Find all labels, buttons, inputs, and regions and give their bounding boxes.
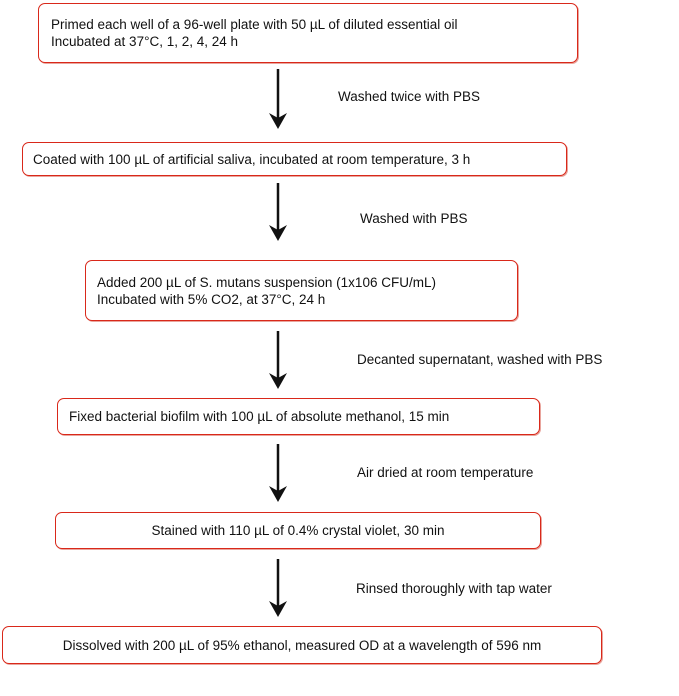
arrow-4 (269, 444, 287, 502)
step-1-box: Primed each well of a 96-well plate with… (38, 3, 578, 63)
step-6-line-1: Dissolved with 200 µL of 95% ethanol, me… (62, 637, 542, 653)
step-1-line-1: Primed each well of a 96-well plate with… (51, 17, 458, 32)
arrow-5 (269, 559, 287, 617)
step-3-line-2: Incubated with 5% CO2, at 37°C, 24 h (97, 291, 326, 307)
step-4-box: Fixed bacterial biofilm with 100 µL of a… (57, 398, 540, 435)
transition-label-3: Decanted supernatant, washed with PBS (357, 352, 603, 367)
step-5-box: Stained with 110 µL of 0.4% crystal viol… (55, 512, 541, 549)
transition-label-5: Rinsed thoroughly with tap water (356, 581, 552, 596)
step-4-line-1: Fixed bacterial biofilm with 100 µL of a… (69, 409, 450, 424)
transition-label-1: Washed twice with PBS (338, 89, 481, 104)
arrow-2 (269, 183, 287, 241)
transition-label-4: Air dried at room temperature (357, 465, 534, 480)
step-6-box: Dissolved with 200 µL of 95% ethanol, me… (2, 626, 602, 664)
step-5-line-1: Stained with 110 µL of 0.4% crystal viol… (151, 523, 445, 538)
step-3-box: Added 200 µL of S. mutans suspension (1x… (85, 260, 518, 321)
arrow-1 (269, 69, 287, 129)
arrow-3 (269, 331, 287, 389)
step-3-line-1: Added 200 µL of S. mutans suspension (1x… (97, 274, 436, 290)
step-2-line-1: Coated with 100 µL of artificial saliva,… (33, 151, 471, 167)
step-2-box: Coated with 100 µL of artificial saliva,… (22, 142, 567, 176)
step-1-line-2: Incubated at 37°C, 1, 2, 4, 24 h (51, 34, 239, 49)
transition-label-2: Washed with PBS (360, 211, 468, 226)
